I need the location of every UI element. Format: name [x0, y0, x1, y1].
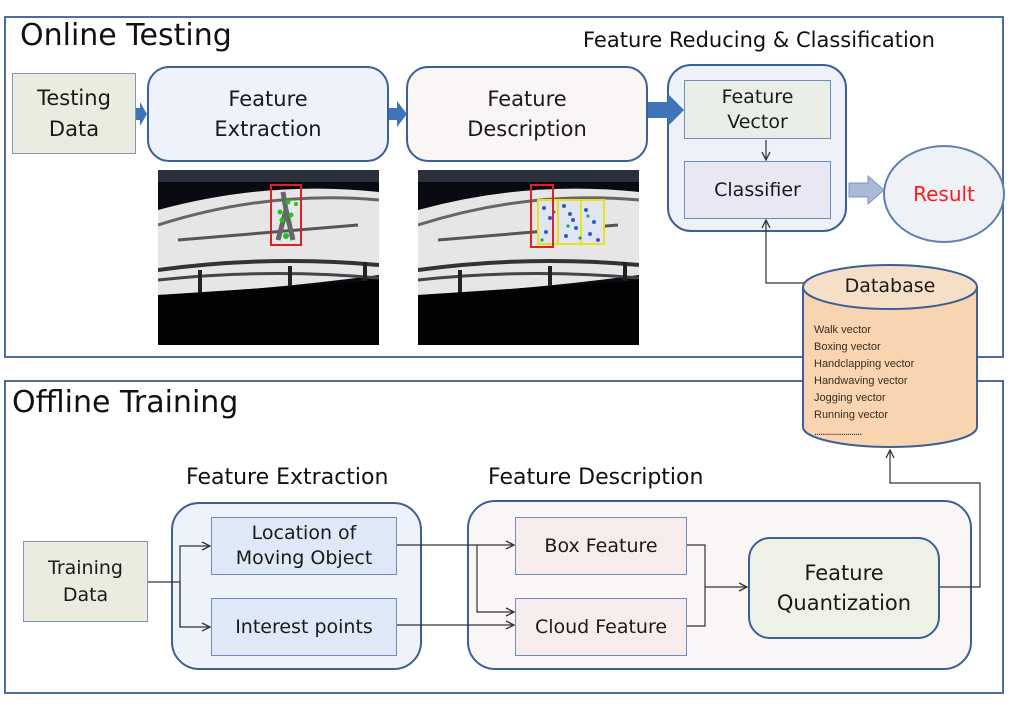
database-entry: Handclapping vector [814, 358, 915, 370]
feature-vector-line2: Vector [727, 110, 788, 133]
arrow-database-to-classifier [766, 220, 806, 284]
box-feature-box: Box Feature [515, 517, 687, 575]
online-feature-description-line2: Description [467, 117, 587, 141]
feature-extraction-image [158, 170, 379, 345]
cloud-feature-box: Cloud Feature [515, 598, 687, 656]
online-feature-extraction-box: Feature Extraction [147, 66, 389, 162]
database-title: Database [844, 275, 936, 297]
feature-description-title: Feature Description [488, 465, 704, 490]
feature-description-image [418, 170, 639, 345]
arrow-location-to-cloud [476, 545, 514, 612]
cloud-feature-label: Cloud Feature [534, 615, 668, 638]
location-line2: Moving Object [235, 547, 373, 569]
result-node: Result [883, 145, 1005, 243]
feature-vector-box: Feature Vector [684, 80, 831, 139]
online-feature-description-box: Feature Description [406, 66, 648, 162]
feature-reducing-title: Feature Reducing & Classification [583, 28, 935, 52]
training-data-box: Training Data [23, 541, 148, 622]
database-entry: Handwaving vector [814, 375, 908, 387]
database-entry: Running vector [814, 409, 888, 421]
online-feature-extraction-line1: Feature [228, 86, 308, 111]
classifier-box: Classifier [684, 161, 831, 219]
connector-box-out [687, 544, 706, 587]
database-entry: Jogging vector [814, 392, 886, 404]
database-entry: ....................... [814, 426, 862, 438]
arrow-extraction-to-description [389, 101, 407, 127]
offline-training-title: Offline Training [12, 385, 239, 420]
classifier-label: Classifier [714, 178, 801, 201]
testing-data-line1: Testing [37, 86, 111, 111]
arrow-testing-to-extraction [136, 102, 147, 126]
testing-data-box: Testing Data [12, 73, 136, 154]
feature-quantization-line2: Quantization [776, 591, 912, 615]
testing-data-line2: Data [48, 116, 100, 141]
database-entries: Walk vector Boxing vector Handclapping v… [814, 322, 974, 441]
interest-points-label: Interest points [235, 615, 373, 638]
feature-quantization-line1: Feature [804, 560, 884, 585]
moving-object-box [530, 184, 554, 248]
moving-object-box [270, 184, 302, 246]
feature-extraction-title: Feature Extraction [186, 465, 389, 490]
database-cylinder [802, 264, 978, 448]
connector-cloud-out [687, 587, 706, 627]
online-feature-description-line1: Feature [487, 86, 567, 111]
feature-extraction-scene [158, 170, 379, 345]
training-data-line1: Training [48, 556, 123, 579]
training-data-line2: Data [62, 583, 109, 606]
arrow-quantization-to-database [890, 450, 981, 588]
location-line1: Location of [251, 522, 357, 545]
feature-vector-line1: Feature [721, 85, 794, 108]
arrow-to-interest-points [179, 582, 210, 627]
online-testing-title: Online Testing [20, 18, 232, 53]
database-entry: Walk vector [814, 324, 872, 336]
box-feature-label: Box Feature [544, 534, 658, 557]
result-label: Result [913, 182, 975, 206]
online-feature-extraction-line2: Extraction [214, 117, 322, 141]
arrow-description-to-vector [648, 94, 684, 126]
location-moving-object-box: Location of Moving Object [211, 517, 397, 575]
feature-quantization-box: Feature Quantization [748, 537, 940, 639]
arrow-classifier-to-result [848, 174, 885, 206]
interest-points-box: Interest points [211, 598, 397, 656]
feature-description-scene [418, 170, 639, 345]
arrow-to-location [179, 546, 210, 627]
database-entry: Boxing vector [814, 341, 881, 353]
